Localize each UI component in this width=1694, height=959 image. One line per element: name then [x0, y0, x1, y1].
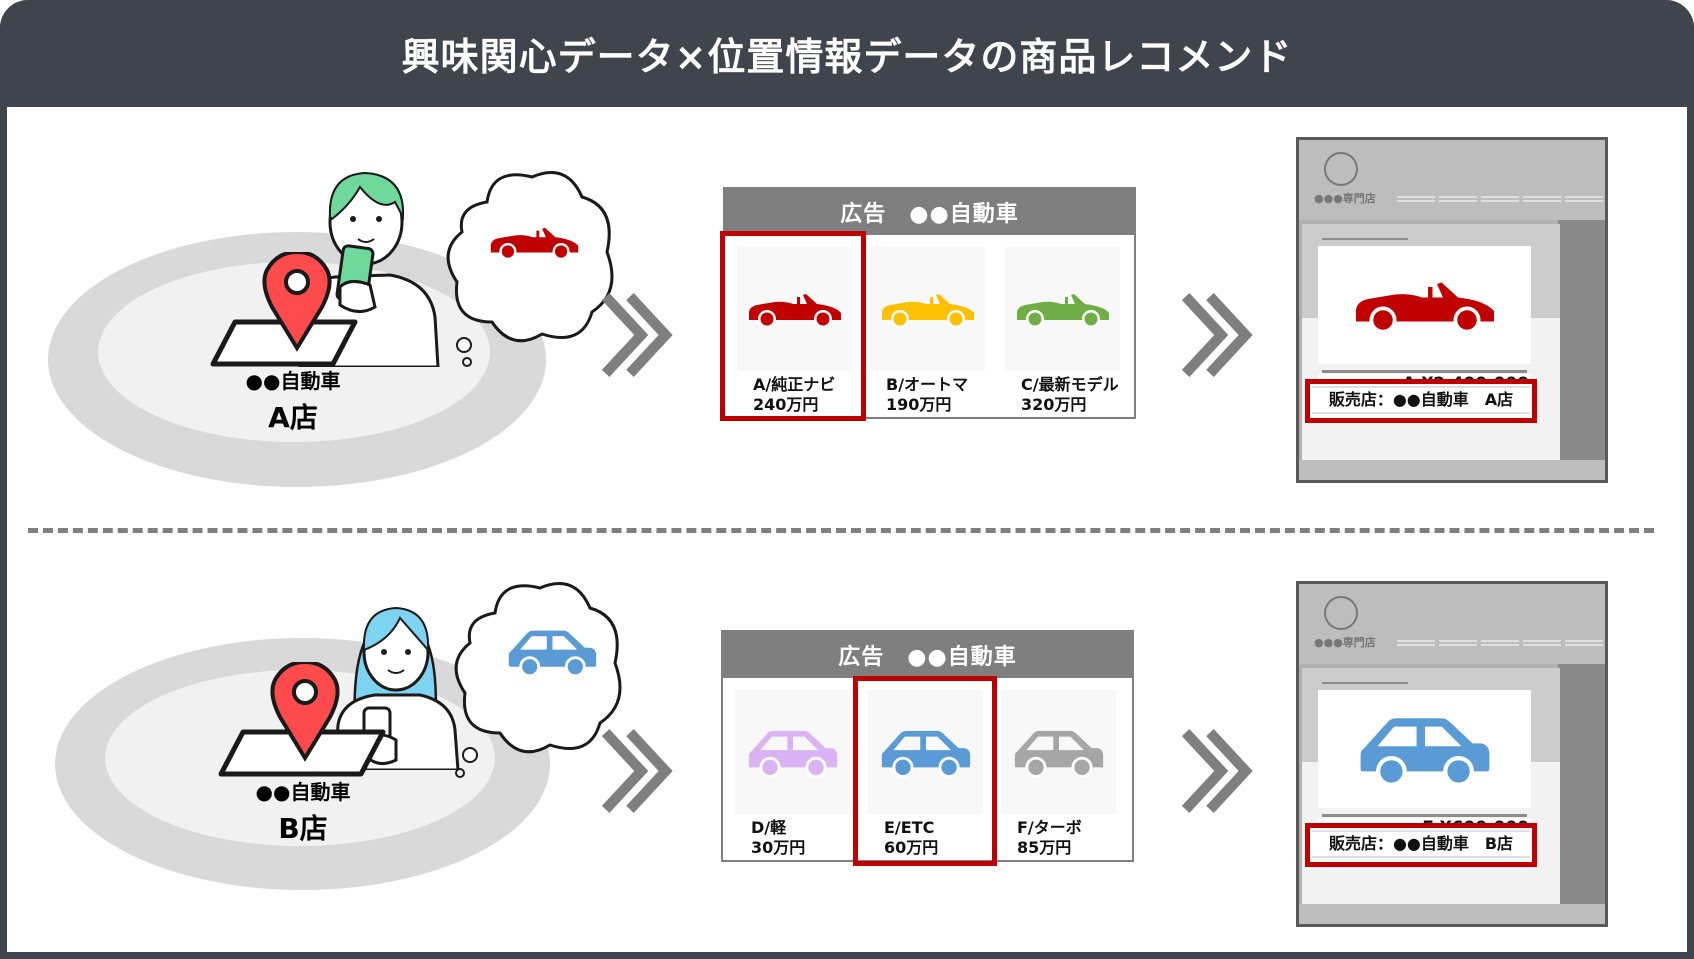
- store-label: ●●自動車 A店: [228, 365, 358, 436]
- page-sidebar: [1558, 220, 1605, 460]
- ad-item-price: 30万円: [751, 838, 806, 857]
- store-label: ●●自動車 B店: [238, 776, 368, 847]
- sedan-car-icon: [1011, 723, 1107, 781]
- ad-header: 広告 ●●自動車: [725, 189, 1134, 235]
- ad-item-price: 190万円: [886, 395, 952, 414]
- ad-item-price: 240万円: [753, 395, 819, 414]
- car-thumbnail: [737, 247, 852, 371]
- seller-label: 販売店：●●自動車 B店: [1312, 830, 1530, 858]
- page-content: A ¥2,400,000: [1302, 224, 1560, 460]
- sedan-car-icon: [1355, 707, 1495, 791]
- page-content: E ¥600,000: [1302, 668, 1560, 904]
- nav-placeholder[interactable]: [1481, 640, 1519, 646]
- nav-placeholder[interactable]: [1523, 196, 1561, 202]
- page-header: ●●●専門店: [1299, 584, 1605, 664]
- page-title: 興味関心データ×位置情報データの商品レコメンド: [401, 35, 1293, 79]
- convertible-car-icon: [1350, 275, 1500, 335]
- shop-name: ●●●専門店: [1314, 192, 1376, 205]
- ad-header: 広告 ●●自動車: [723, 632, 1132, 678]
- logo-circle-icon: [1324, 596, 1358, 630]
- double-chevron-right-icon: [1180, 726, 1255, 816]
- car-thumbnail: [868, 690, 983, 814]
- shop-name: ●●●専門店: [1314, 636, 1376, 649]
- store-brand: ●●自動車: [245, 369, 341, 393]
- store-brand: ●●自動車: [255, 780, 351, 804]
- car-thumbnail: [1005, 247, 1120, 371]
- product-image[interactable]: [1318, 246, 1531, 364]
- ad-item-name: C/最新モデル: [1021, 375, 1119, 394]
- seller-label: 販売店：●●自動車 A店: [1312, 386, 1530, 414]
- ad-item-name: A/純正ナビ: [753, 375, 836, 394]
- nav-placeholder[interactable]: [1523, 640, 1561, 646]
- car-thumbnail: [1001, 690, 1116, 814]
- map-pin-icon: [210, 252, 358, 367]
- double-chevron-right-icon: [600, 726, 675, 816]
- nav-placeholder[interactable]: [1397, 196, 1435, 202]
- convertible-car-icon: [878, 289, 978, 329]
- nav-placeholder[interactable]: [1565, 640, 1603, 646]
- section-divider: [28, 528, 1654, 533]
- store-branch: A店: [268, 401, 318, 434]
- product-page-mockup: ●●●専門店 E ¥600,000: [1296, 581, 1608, 927]
- double-chevron-right-icon: [1180, 290, 1255, 380]
- product-page-mockup: ●●●専門店 A ¥2,400,000: [1296, 137, 1608, 483]
- ad-item-name: F/ターボ: [1017, 818, 1082, 837]
- nav-placeholder[interactable]: [1397, 640, 1435, 646]
- page-sidebar: [1558, 664, 1605, 904]
- logo-circle-icon: [1324, 152, 1358, 186]
- thought-bubble-icon: [446, 171, 614, 367]
- page-header: ●●●専門店: [1299, 140, 1605, 220]
- map-pin-icon: [218, 662, 386, 777]
- seller-highlight: 販売店：●●自動車 A店: [1305, 379, 1537, 423]
- car-thumbnail: [735, 690, 850, 814]
- selected-highlight: [853, 676, 997, 866]
- ad-item-name: E/ETC: [884, 818, 935, 837]
- nav-placeholder[interactable]: [1565, 196, 1603, 202]
- product-image[interactable]: [1318, 690, 1531, 808]
- car-thumbnail: [870, 247, 985, 371]
- ad-item-name: B/オートマ: [886, 375, 969, 394]
- ad-item-price: 60万円: [884, 838, 939, 857]
- ad-item-name: D/軽: [751, 818, 787, 837]
- nav-placeholder[interactable]: [1439, 196, 1477, 202]
- title-bar: 興味関心データ×位置情報データの商品レコメンド: [0, 0, 1694, 107]
- seller-highlight: 販売店：●●自動車 B店: [1305, 823, 1537, 867]
- ad-item-price: 85万円: [1017, 838, 1072, 857]
- selected-highlight: [720, 231, 866, 421]
- sedan-car-icon: [745, 723, 841, 781]
- thought-bubble-icon: [454, 582, 622, 778]
- ad-item-price: 320万円: [1021, 395, 1087, 414]
- nav-placeholder[interactable]: [1481, 196, 1519, 202]
- store-branch: B店: [278, 812, 328, 845]
- double-chevron-right-icon: [600, 290, 675, 380]
- convertible-car-icon: [1013, 289, 1113, 329]
- nav-placeholder[interactable]: [1439, 640, 1477, 646]
- page-footer: [1299, 904, 1605, 924]
- page-footer: [1299, 460, 1605, 480]
